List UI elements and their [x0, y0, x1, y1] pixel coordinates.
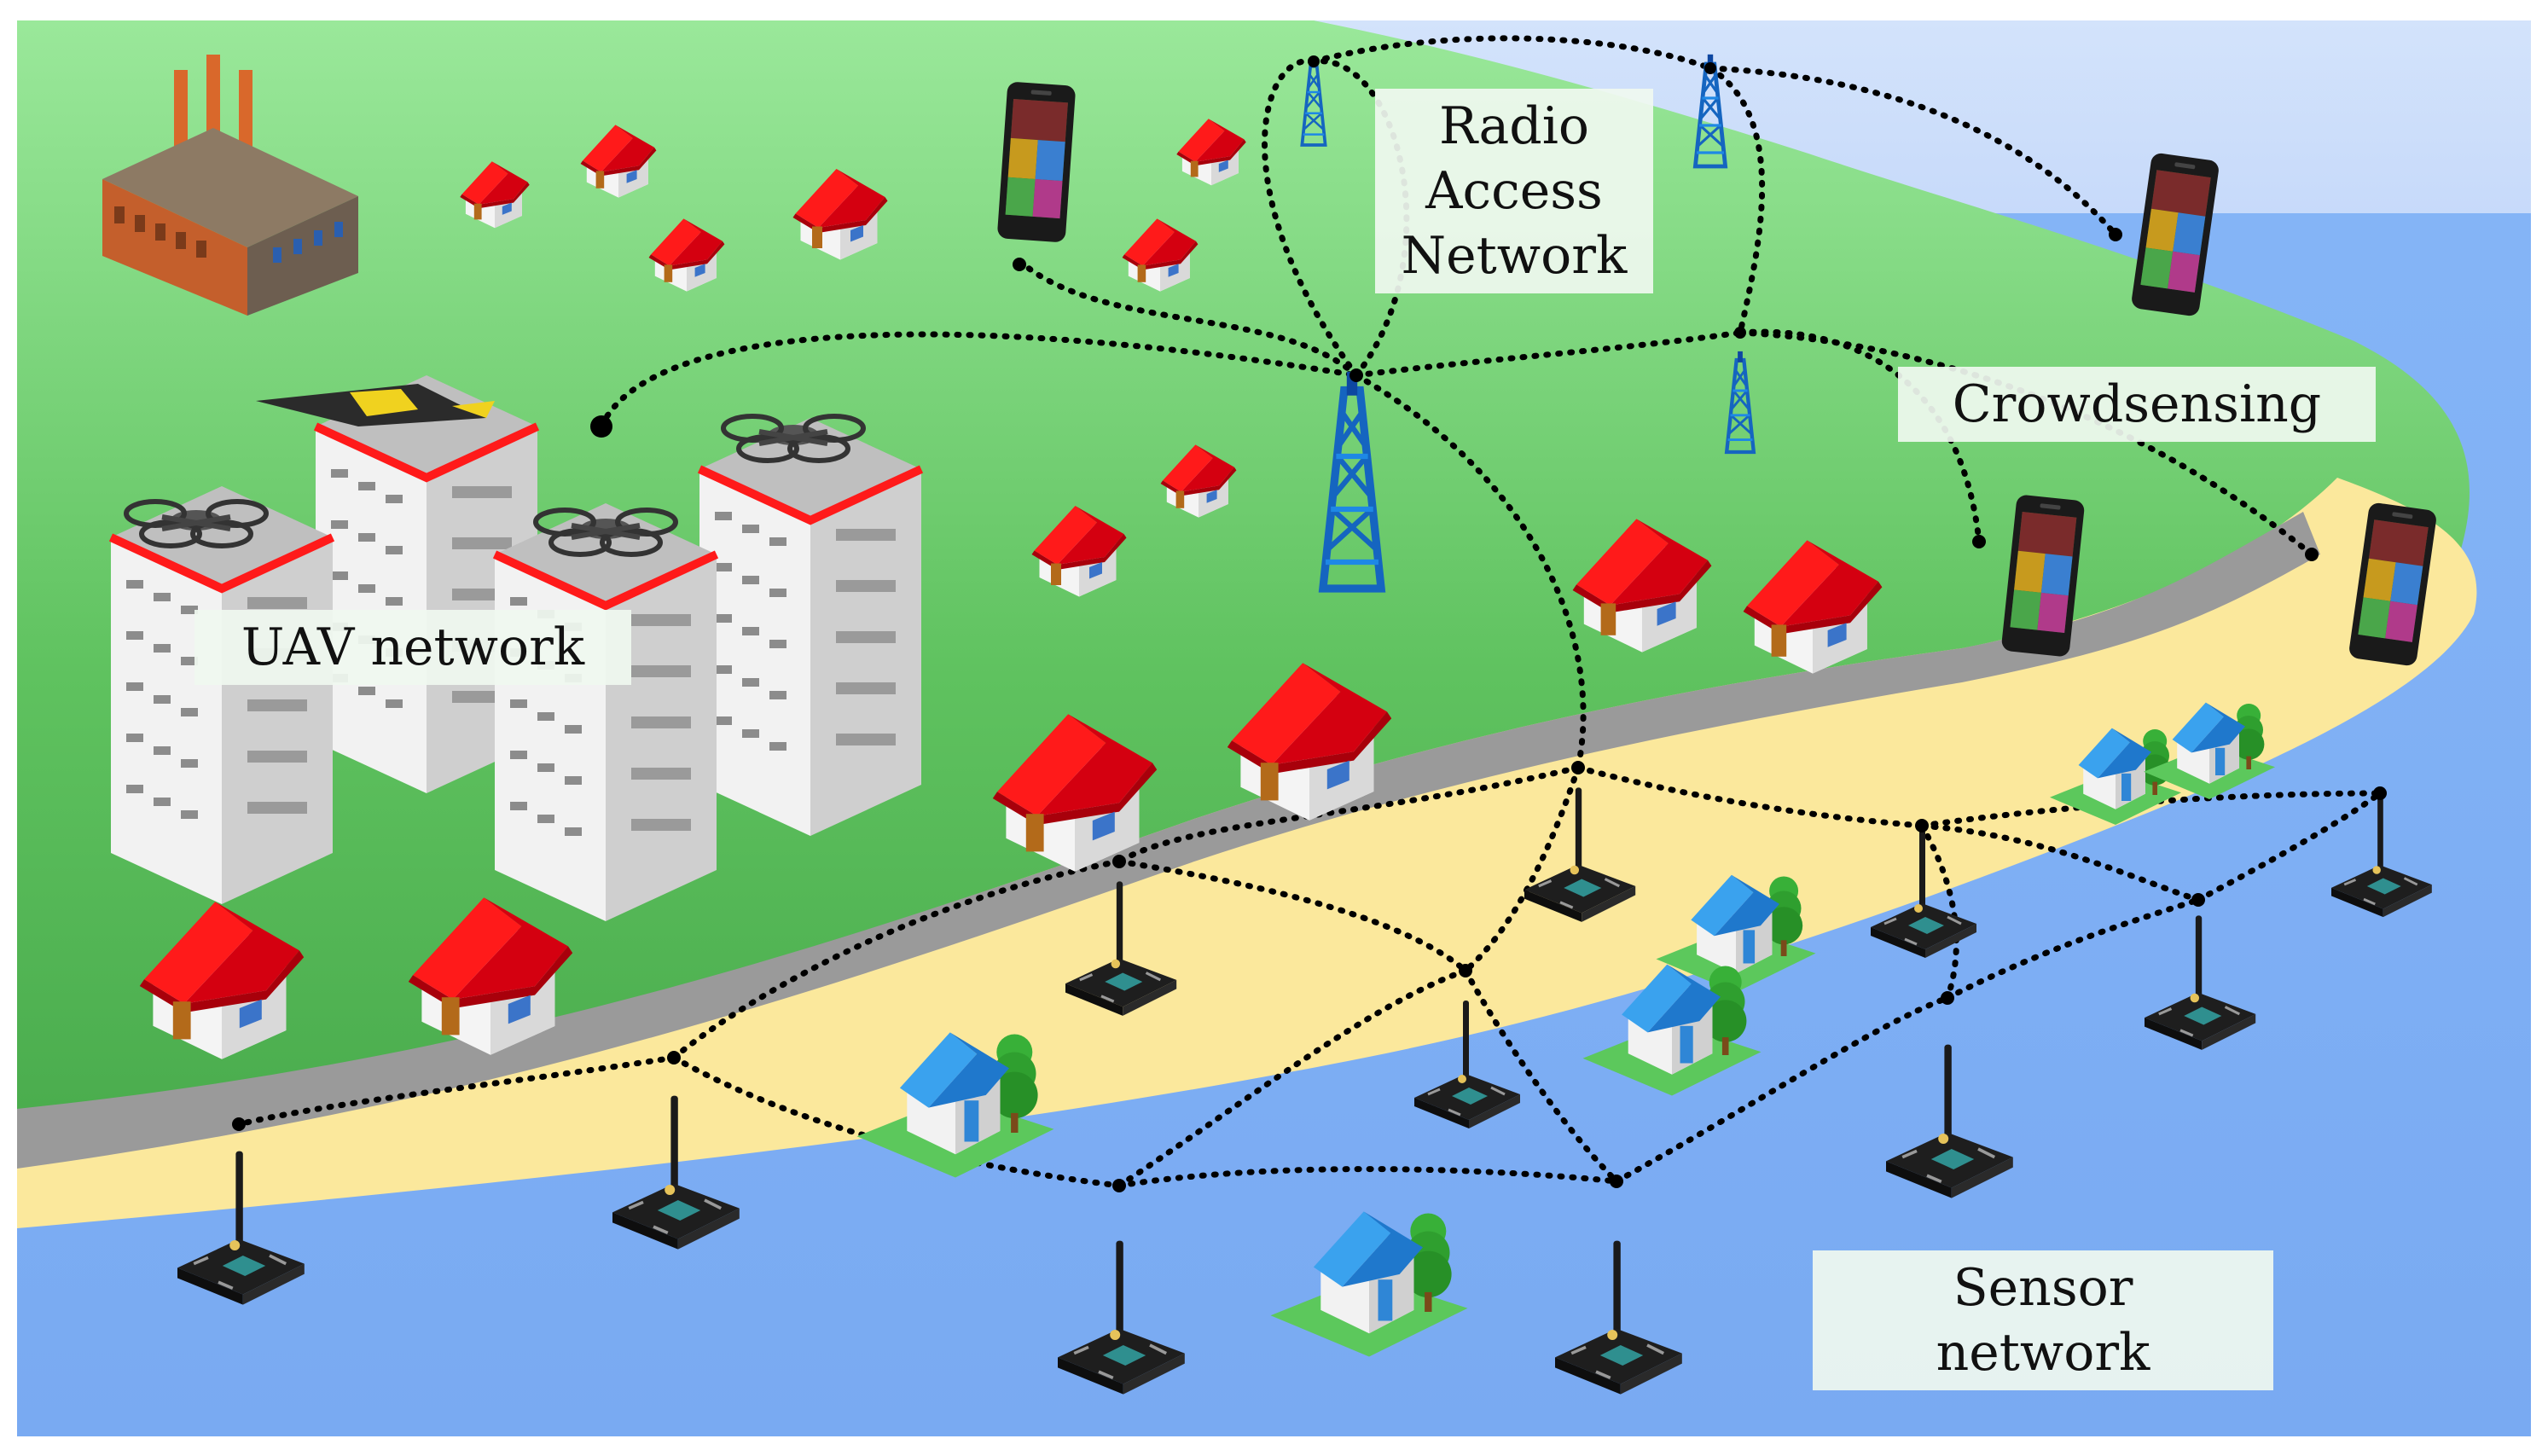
network-link [598, 331, 1360, 430]
network-link [1575, 764, 1925, 829]
network-node-dot [1459, 964, 1472, 977]
fixed-wing-drone-icon [256, 384, 495, 426]
uav-network-label: UAV network [194, 610, 631, 685]
network-node-dot [1571, 761, 1585, 774]
network-link [1737, 329, 2315, 558]
radio-label-line2: Access [1425, 161, 1603, 221]
network-nodes [232, 55, 2387, 1192]
network-link [1353, 372, 1587, 771]
network-link [1262, 57, 1360, 379]
network-node-dot [1013, 258, 1026, 271]
network-node-dot [1915, 819, 1929, 832]
upper-water [1314, 20, 2531, 213]
green-land [17, 20, 2470, 1211]
network-link [2195, 790, 2383, 903]
network-node-dot [2191, 893, 2205, 907]
network-link [1462, 967, 1620, 1185]
network-node-dot [1941, 991, 1954, 1005]
network-node-dot [2373, 786, 2387, 800]
network-link [1353, 329, 1744, 379]
network-node-dot [2109, 228, 2122, 241]
network-link [1944, 896, 2202, 1001]
radio-access-network-label: Radio Access Network [1375, 89, 1653, 293]
crowdsensing-label: Crowdsensing [1898, 367, 2376, 442]
network-node-dot [1349, 368, 1363, 382]
network-link [1116, 1166, 1620, 1189]
network-link [1613, 995, 1951, 1185]
network-link [1462, 764, 1582, 974]
network-node-dot [1112, 855, 1126, 868]
network-node-dot [1704, 62, 1716, 74]
network-link [235, 1054, 677, 1128]
network-link [1918, 822, 1959, 1001]
network-node-dot [667, 1051, 681, 1064]
network-link [1707, 65, 1766, 336]
network-link [1116, 858, 1469, 974]
sensor-network-label: Sensor network [1813, 1250, 2273, 1390]
network-links [235, 35, 2383, 1189]
radio-label-line3: Network [1401, 226, 1628, 286]
radio-label-line1: Radio [1438, 96, 1590, 156]
network-node-dot [232, 1117, 246, 1131]
network-node-dot [1112, 1179, 1126, 1192]
network-link [1116, 764, 1582, 865]
network-node-dot [1308, 55, 1320, 67]
network-link [1310, 35, 1714, 72]
network-node-dot [1610, 1175, 1623, 1188]
network-link [1013, 255, 1360, 379]
network-link [1116, 967, 1469, 1189]
network-link [1707, 65, 2119, 238]
network-node-dot [590, 415, 612, 438]
network-link [1918, 822, 2202, 903]
network-node-dot [1972, 535, 1986, 548]
network-link [1918, 790, 2383, 829]
network-node-dot [1734, 327, 1746, 339]
factory-icon [102, 55, 358, 316]
network-node-dot [2305, 548, 2319, 561]
